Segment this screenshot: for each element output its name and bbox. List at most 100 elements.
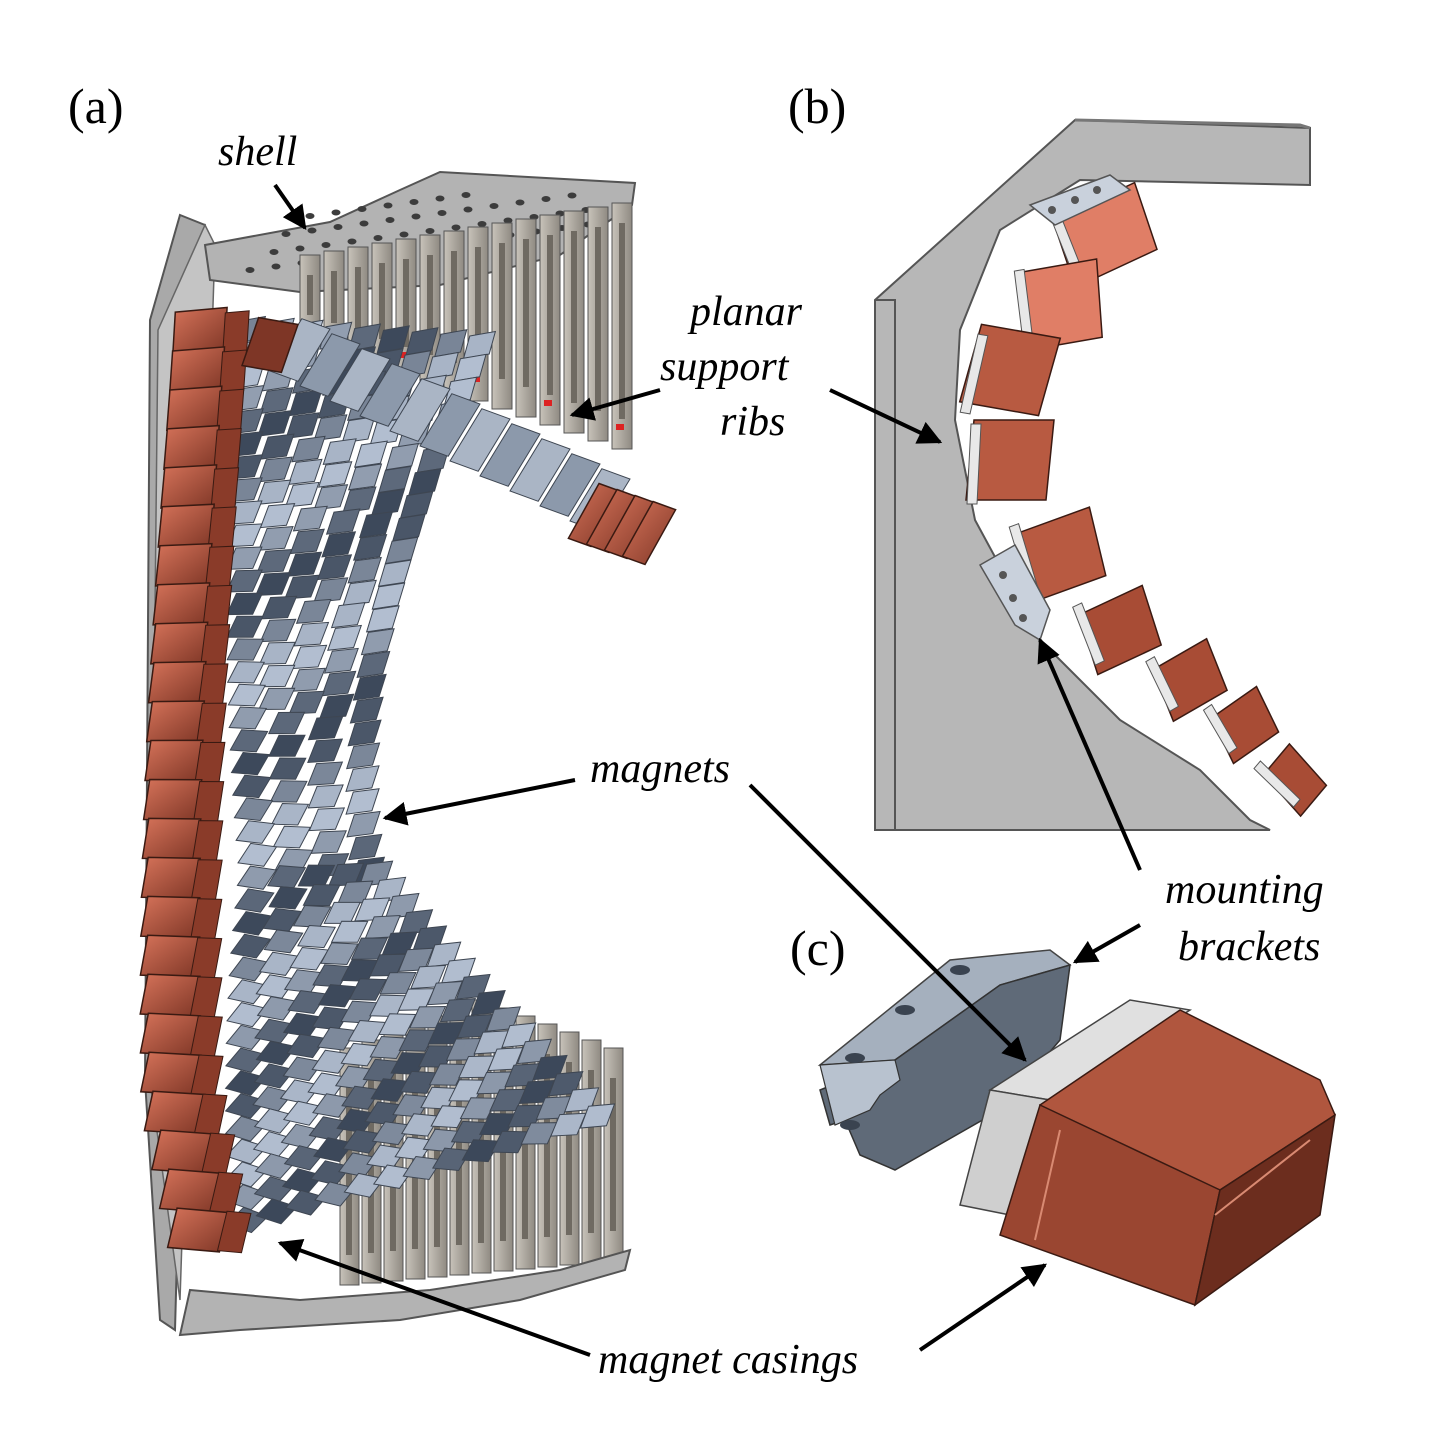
- magnet-casing-detail-side: [1193, 1113, 1336, 1307]
- magnet: [356, 650, 391, 679]
- magnet-casing: [154, 542, 213, 587]
- panel-label-a: (a): [68, 78, 124, 134]
- magnet: [258, 664, 296, 688]
- shell-hole: [477, 221, 487, 227]
- magnet: [323, 647, 359, 674]
- magnet: [268, 711, 306, 735]
- magnet: [539, 453, 601, 517]
- rib-slot: [403, 259, 409, 347]
- shell-hole: [411, 213, 421, 220]
- rib-slot: [610, 1078, 616, 1231]
- magnet: [329, 348, 391, 412]
- magnet-casing: [207, 506, 237, 549]
- magnet: [359, 363, 421, 427]
- label-brackets: brackets: [1178, 924, 1320, 970]
- magnet: [317, 461, 353, 488]
- magnet: [226, 615, 264, 638]
- magnet: [330, 602, 366, 629]
- magnet: [224, 1115, 268, 1142]
- magnet: [353, 440, 389, 468]
- arrow-magnet-casings-a: [277, 1239, 591, 1357]
- magnet: [257, 456, 293, 483]
- magnet: [348, 978, 388, 1001]
- panel-a-stellarator-sector: [139, 170, 677, 1337]
- rib-slot: [427, 255, 433, 355]
- shell-hole: [321, 242, 331, 248]
- magnet: [550, 1112, 587, 1137]
- magnet: [341, 1085, 382, 1110]
- magnet: [1202, 703, 1238, 755]
- magnet: [425, 351, 459, 381]
- magnet: [289, 946, 330, 971]
- magnet: [286, 551, 323, 577]
- magnet: [234, 888, 275, 913]
- magnet: [259, 387, 294, 415]
- magnet: [229, 933, 271, 959]
- label-magnets: magnets: [590, 746, 730, 792]
- magnet-casing: [147, 660, 207, 704]
- magnet: [226, 1002, 268, 1028]
- rib-top-edge: [1074, 118, 1311, 130]
- magnet: [371, 582, 406, 610]
- magnet: [347, 556, 382, 584]
- magnet-casing: [219, 349, 248, 393]
- magnet: [313, 577, 349, 603]
- rib-slot: [566, 1062, 572, 1235]
- rib-edge: [875, 299, 896, 830]
- shell-hole: [295, 245, 305, 252]
- magnet: [225, 1024, 268, 1051]
- magnet-casing: [157, 503, 216, 548]
- shell-hole: [359, 220, 369, 227]
- magnet: [228, 706, 268, 730]
- magnet: [226, 661, 266, 684]
- magnet: [233, 797, 274, 822]
- magnet-casing: [205, 545, 235, 588]
- magnet: [459, 1097, 498, 1120]
- magnet: [285, 412, 320, 440]
- mounting-bracket-detail-slot: [819, 1059, 901, 1126]
- magnet: [227, 979, 269, 1005]
- shell-hole: [461, 192, 471, 198]
- magnet-casing: [142, 778, 203, 821]
- magnet: [348, 833, 383, 861]
- magnet-casing: [165, 385, 223, 432]
- magnet-casing: [216, 388, 245, 432]
- magnet: [378, 1013, 417, 1036]
- magnet: [1145, 655, 1180, 713]
- rib-slot: [588, 1070, 594, 1233]
- shell-hole: [307, 227, 317, 234]
- bolt-hole: [845, 1053, 865, 1063]
- rib-marker: [616, 424, 624, 430]
- magnet: [385, 442, 420, 471]
- magnet: [310, 830, 347, 854]
- magnet: [372, 1164, 414, 1189]
- rib-slot: [619, 223, 625, 419]
- magnet: [345, 765, 380, 793]
- magnet: [225, 569, 263, 593]
- magnet: [392, 513, 426, 542]
- rib-slot: [475, 247, 481, 371]
- magnet: [347, 1019, 387, 1044]
- shell-hole: [383, 202, 393, 209]
- magnet: [347, 463, 383, 491]
- arrow-magnets-c: [748, 783, 1027, 1062]
- magnet-casing: [139, 934, 201, 978]
- magnet: [343, 1172, 385, 1198]
- magnet-casing: [139, 895, 201, 939]
- rib-slot: [571, 231, 577, 403]
- magnet: [347, 719, 382, 747]
- magnet: [255, 572, 292, 596]
- magnet-casing: [149, 621, 209, 665]
- magnet: [313, 484, 349, 511]
- shell-hole: [463, 206, 473, 213]
- shell-hole: [435, 195, 445, 202]
- magnet-casing: [139, 973, 201, 1017]
- magnet-casing-column: [139, 306, 252, 1254]
- magnet: [402, 1155, 443, 1181]
- magnet: [254, 1153, 297, 1179]
- rib-slot: [355, 267, 361, 331]
- label-support: support: [660, 344, 790, 390]
- magnet: [398, 1029, 437, 1052]
- magnet: [307, 761, 344, 786]
- shell-hole: [331, 209, 341, 216]
